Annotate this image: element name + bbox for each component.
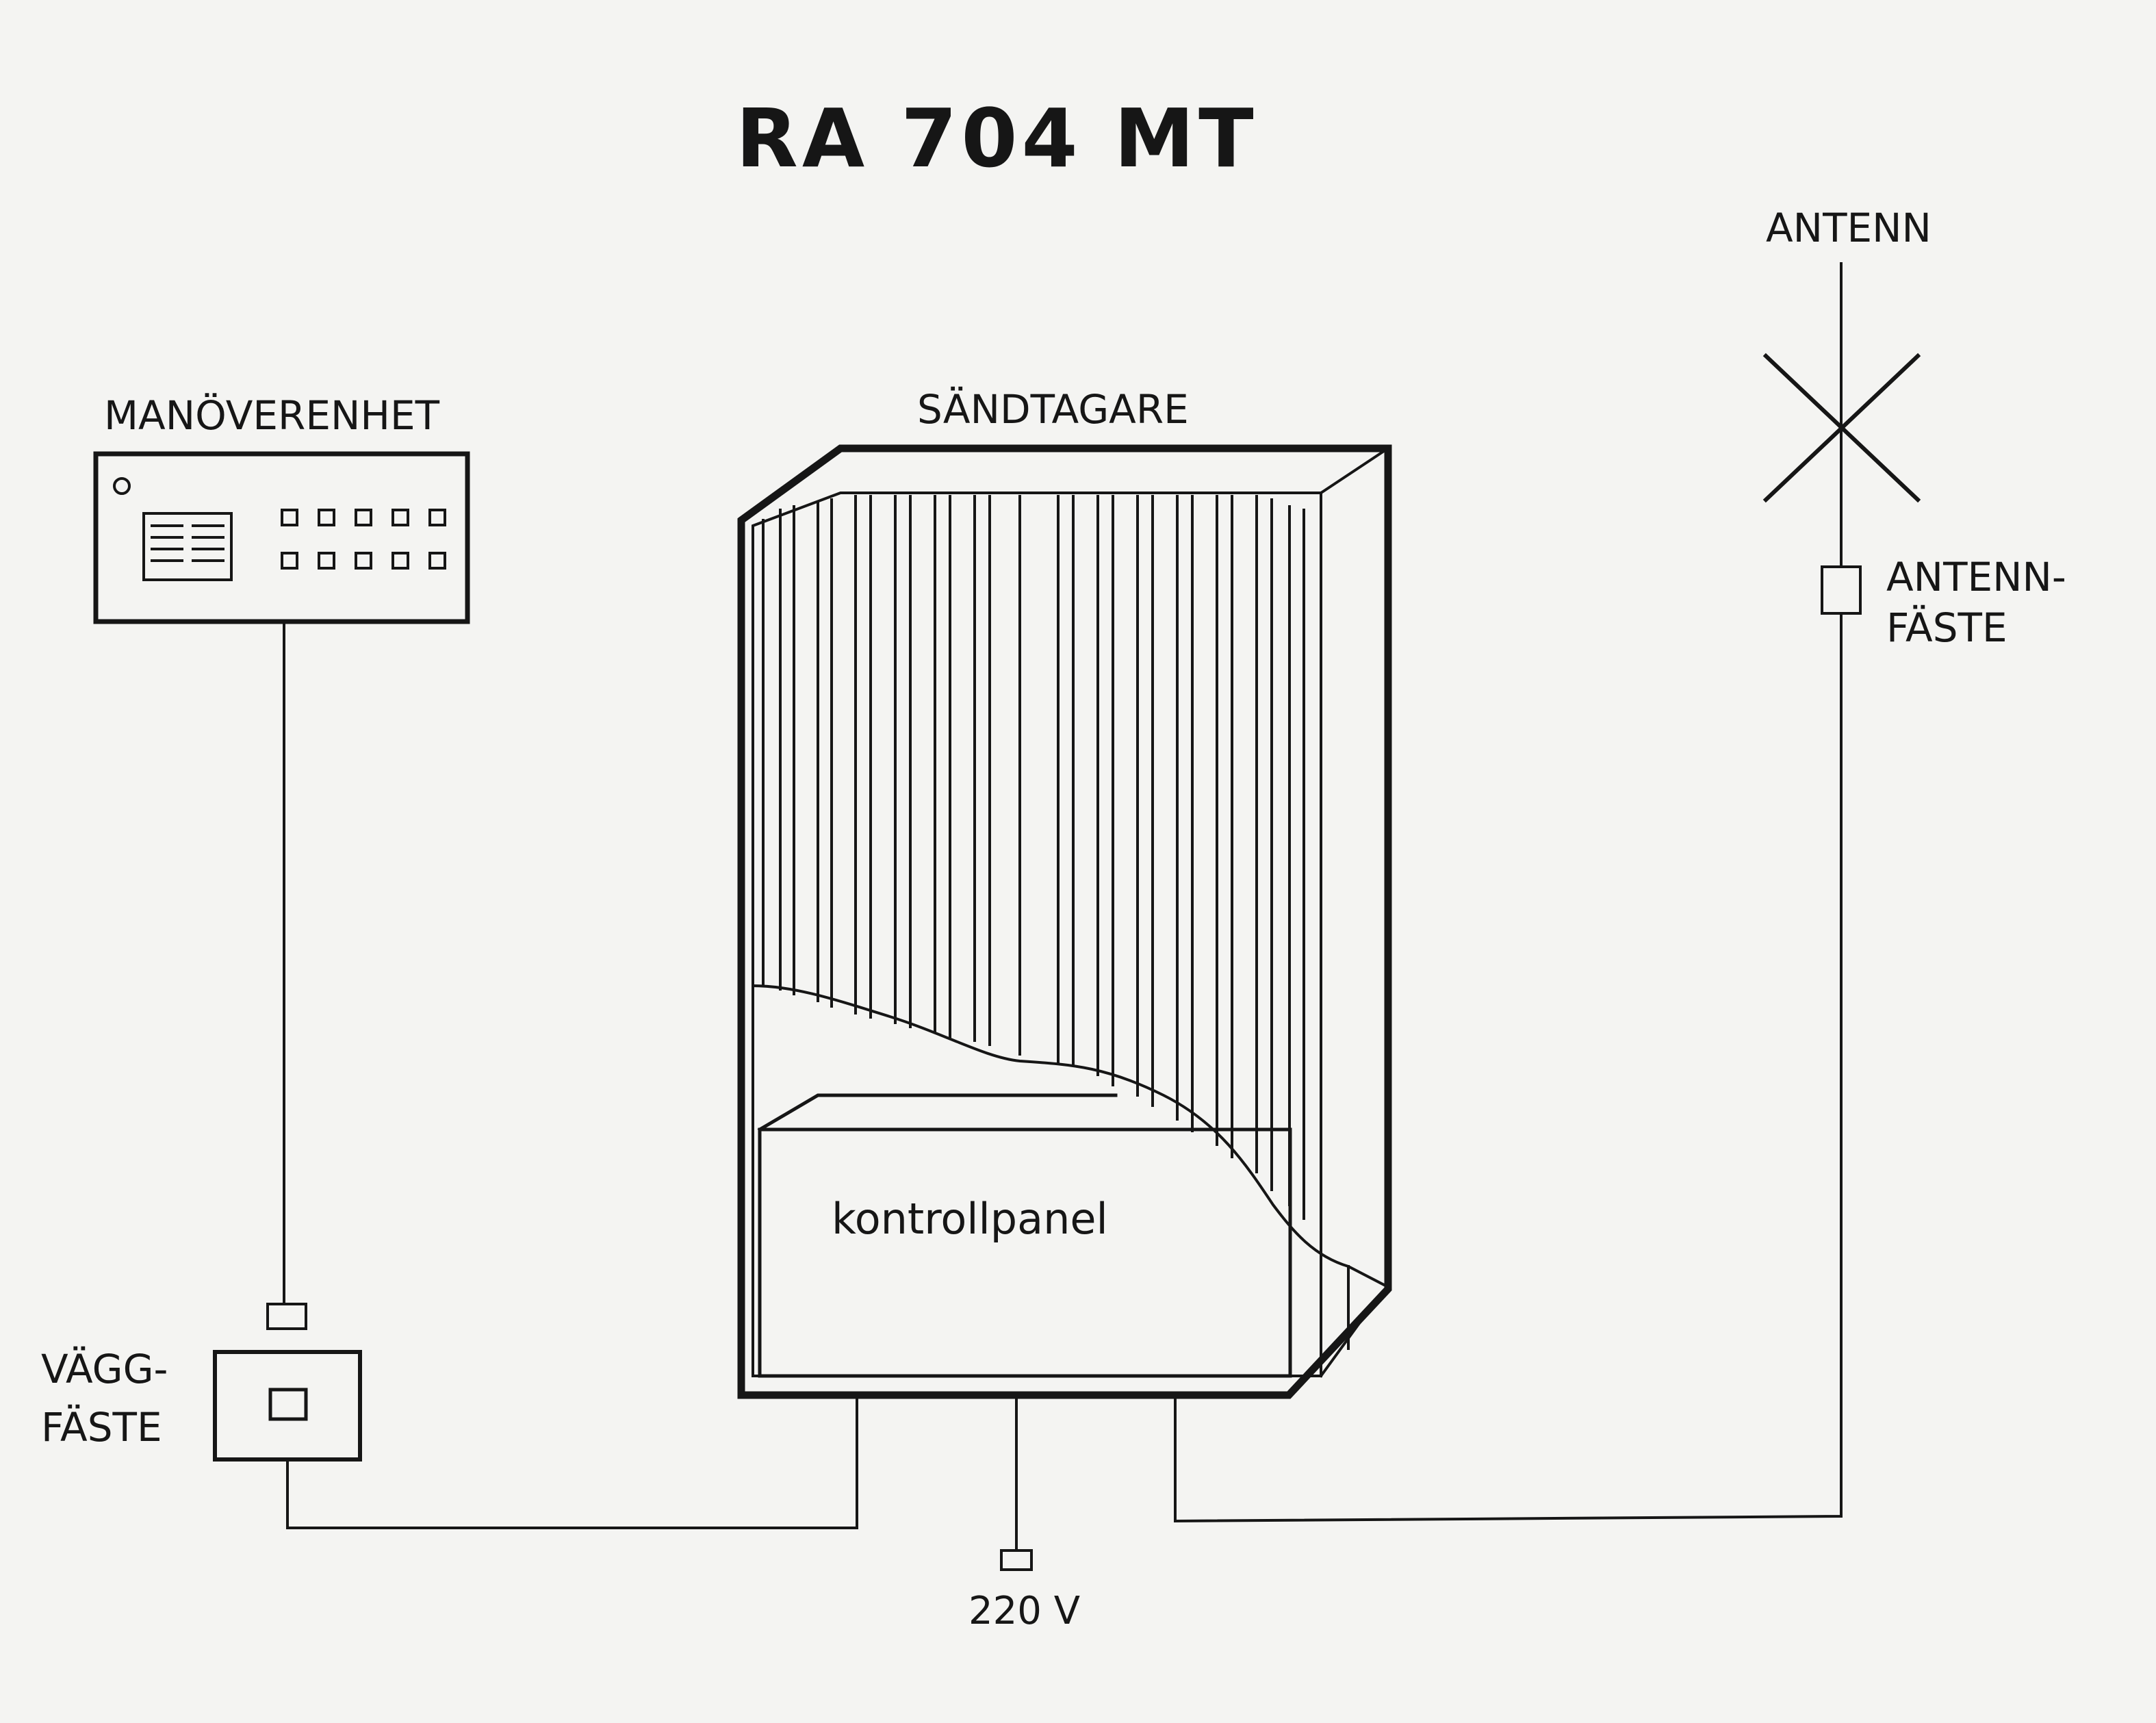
antenna-cable — [1174, 612, 1843, 1523]
antenna-mount-label-line2: FÄSTE — [1886, 604, 2007, 651]
control-cable — [266, 620, 307, 1330]
antenna-icon — [1762, 262, 1921, 568]
wall-mount-label-line1: VÄGG- — [41, 1346, 168, 1392]
keypad-icon — [281, 509, 446, 570]
diagram-title: RA 704 MT — [736, 91, 1258, 186]
power-label: 220 V — [968, 1589, 1080, 1633]
transceiver-label: SÄNDTAGARE — [917, 386, 1189, 433]
power-cable — [1000, 1394, 1033, 1571]
transceiver: kontrollpanel — [737, 444, 1392, 1399]
antenna-mount — [1821, 565, 1862, 615]
control-unit — [93, 451, 470, 624]
wall-mount-cable — [286, 1394, 858, 1529]
display-icon — [142, 512, 233, 581]
control-unit-label: MANÖVERENHET — [104, 392, 440, 439]
indicator-lamp-icon — [113, 477, 131, 495]
antenna-mount-label-line1: ANTENN- — [1886, 554, 2066, 600]
heatsink-fins-icon — [762, 495, 1305, 1220]
antenna-label: ANTENN — [1766, 205, 1932, 251]
wall-mount-label-line2: FÄSTE — [41, 1404, 162, 1451]
control-panel-label: kontrollpanel — [832, 1194, 1108, 1244]
control-panel — [757, 1093, 1292, 1378]
wall-mount — [213, 1350, 362, 1462]
